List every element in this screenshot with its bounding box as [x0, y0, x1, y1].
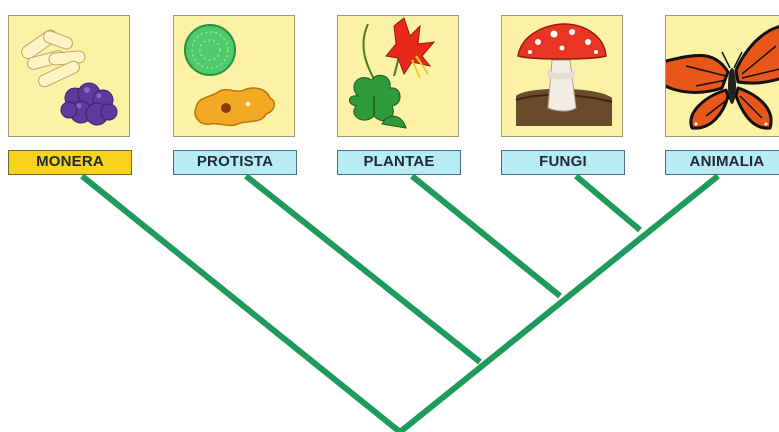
branch-monera	[82, 176, 400, 432]
branch-fungi	[576, 176, 640, 230]
branch-trunk-right	[400, 176, 718, 432]
branch-plantae	[412, 176, 560, 296]
